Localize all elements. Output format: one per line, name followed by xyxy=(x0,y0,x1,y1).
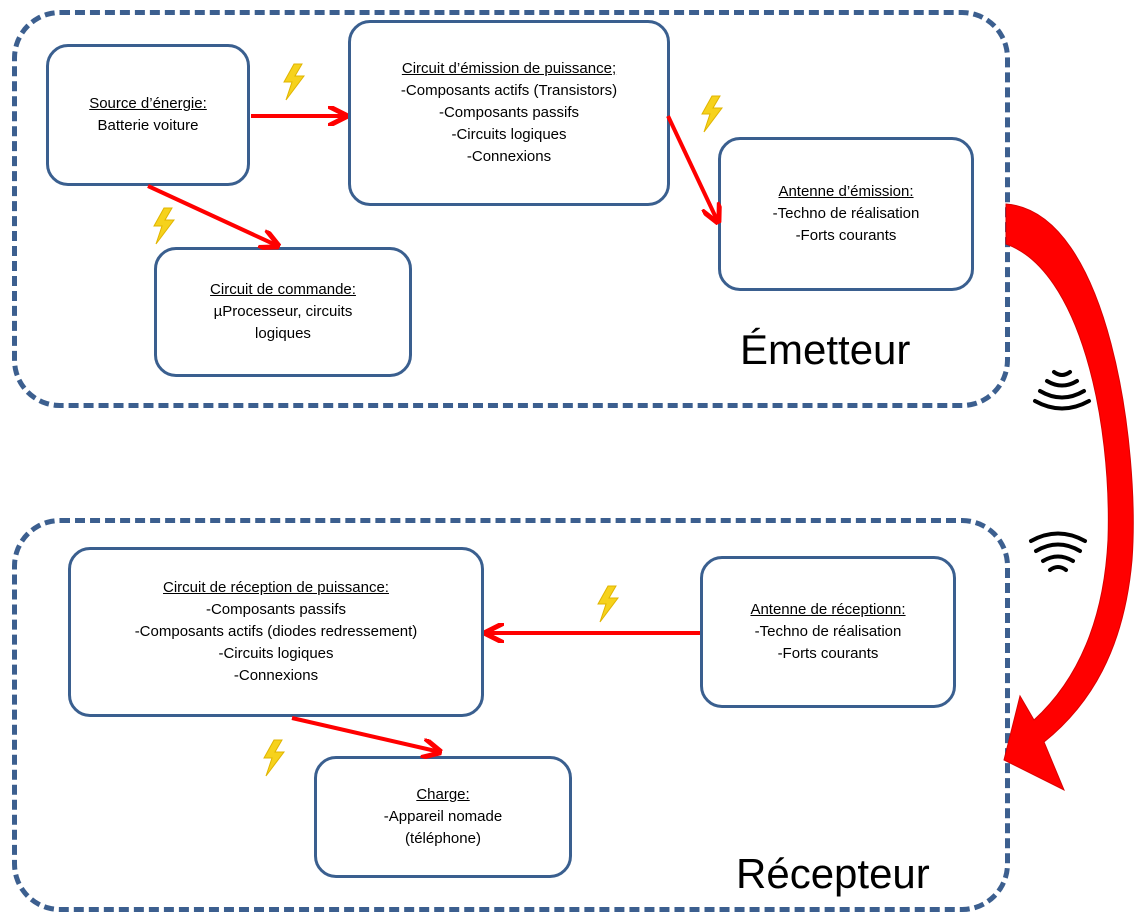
box-line: Batterie voiture xyxy=(97,117,199,134)
receiver-label: Récepteur xyxy=(736,850,930,897)
box-line: (téléphone) xyxy=(405,830,481,847)
lightning-bolt-icon xyxy=(283,63,305,101)
box-line: logiques xyxy=(255,325,311,342)
box-line: -Composants actifs (diodes redressement) xyxy=(134,623,418,640)
arrow-power-to-antenna xyxy=(666,115,718,222)
lightning-bolt-icon xyxy=(701,95,723,133)
box-title: Circuit de commande: xyxy=(210,281,356,298)
power-reception-circuit-box: Circuit de réception de puissance: -Comp… xyxy=(68,547,484,717)
box-line: -Composants passifs xyxy=(205,601,347,618)
wireless-signal-icon xyxy=(1029,531,1087,572)
box-line: -Composants actifs (Transistors) xyxy=(400,82,618,99)
box-title: Source d’énergie: xyxy=(89,95,207,112)
emitter-label: Émetteur xyxy=(740,326,911,373)
box-title: Antenne d’émission: xyxy=(778,183,914,200)
box-line: -Appareil nomade xyxy=(383,808,503,825)
load-box: Charge: -Appareil nomade (téléphone) xyxy=(314,756,572,878)
box-line: -Circuits logiques xyxy=(451,126,567,143)
box-title: Charge: xyxy=(416,786,470,803)
box-title: Antenne de réceptionn: xyxy=(750,601,906,618)
reception-antenna-box: Antenne de réceptionn: -Techno de réalis… xyxy=(700,556,956,708)
box-line: -Connexions xyxy=(233,667,319,684)
box-line: -Forts courants xyxy=(777,645,879,662)
lightning-bolt-icon xyxy=(153,207,175,245)
box-line: -Techno de réalisation xyxy=(754,623,902,640)
box-line: -Circuits logiques xyxy=(218,645,334,662)
box-title: Circuit de réception de puissance: xyxy=(163,579,389,596)
power-emission-circuit-box: Circuit d’émission de puissance; -Compos… xyxy=(348,20,670,206)
lightning-bolt-icon xyxy=(597,585,619,623)
box-title: Circuit d’émission de puissance; xyxy=(401,60,617,77)
wireless-transfer-arrow xyxy=(1003,203,1134,792)
box-line: -Connexions xyxy=(466,148,552,165)
wireless-signal-icon xyxy=(1033,370,1091,411)
lightning-bolt-icon xyxy=(263,739,285,777)
receiver-group xyxy=(12,518,1010,912)
box-line: µProcesseur, circuits xyxy=(213,303,353,320)
emission-antenna-box: Antenne d’émission: -Techno de réalisati… xyxy=(718,137,974,291)
box-line: -Composants passifs xyxy=(438,104,580,121)
box-line: -Forts courants xyxy=(795,227,897,244)
box-line: -Techno de réalisation xyxy=(772,205,920,222)
arrow-reception-to-load xyxy=(291,716,440,752)
arrow-source-to-control xyxy=(147,184,278,246)
energy-source-box: Source d’énergie: Batterie voiture xyxy=(46,44,250,186)
